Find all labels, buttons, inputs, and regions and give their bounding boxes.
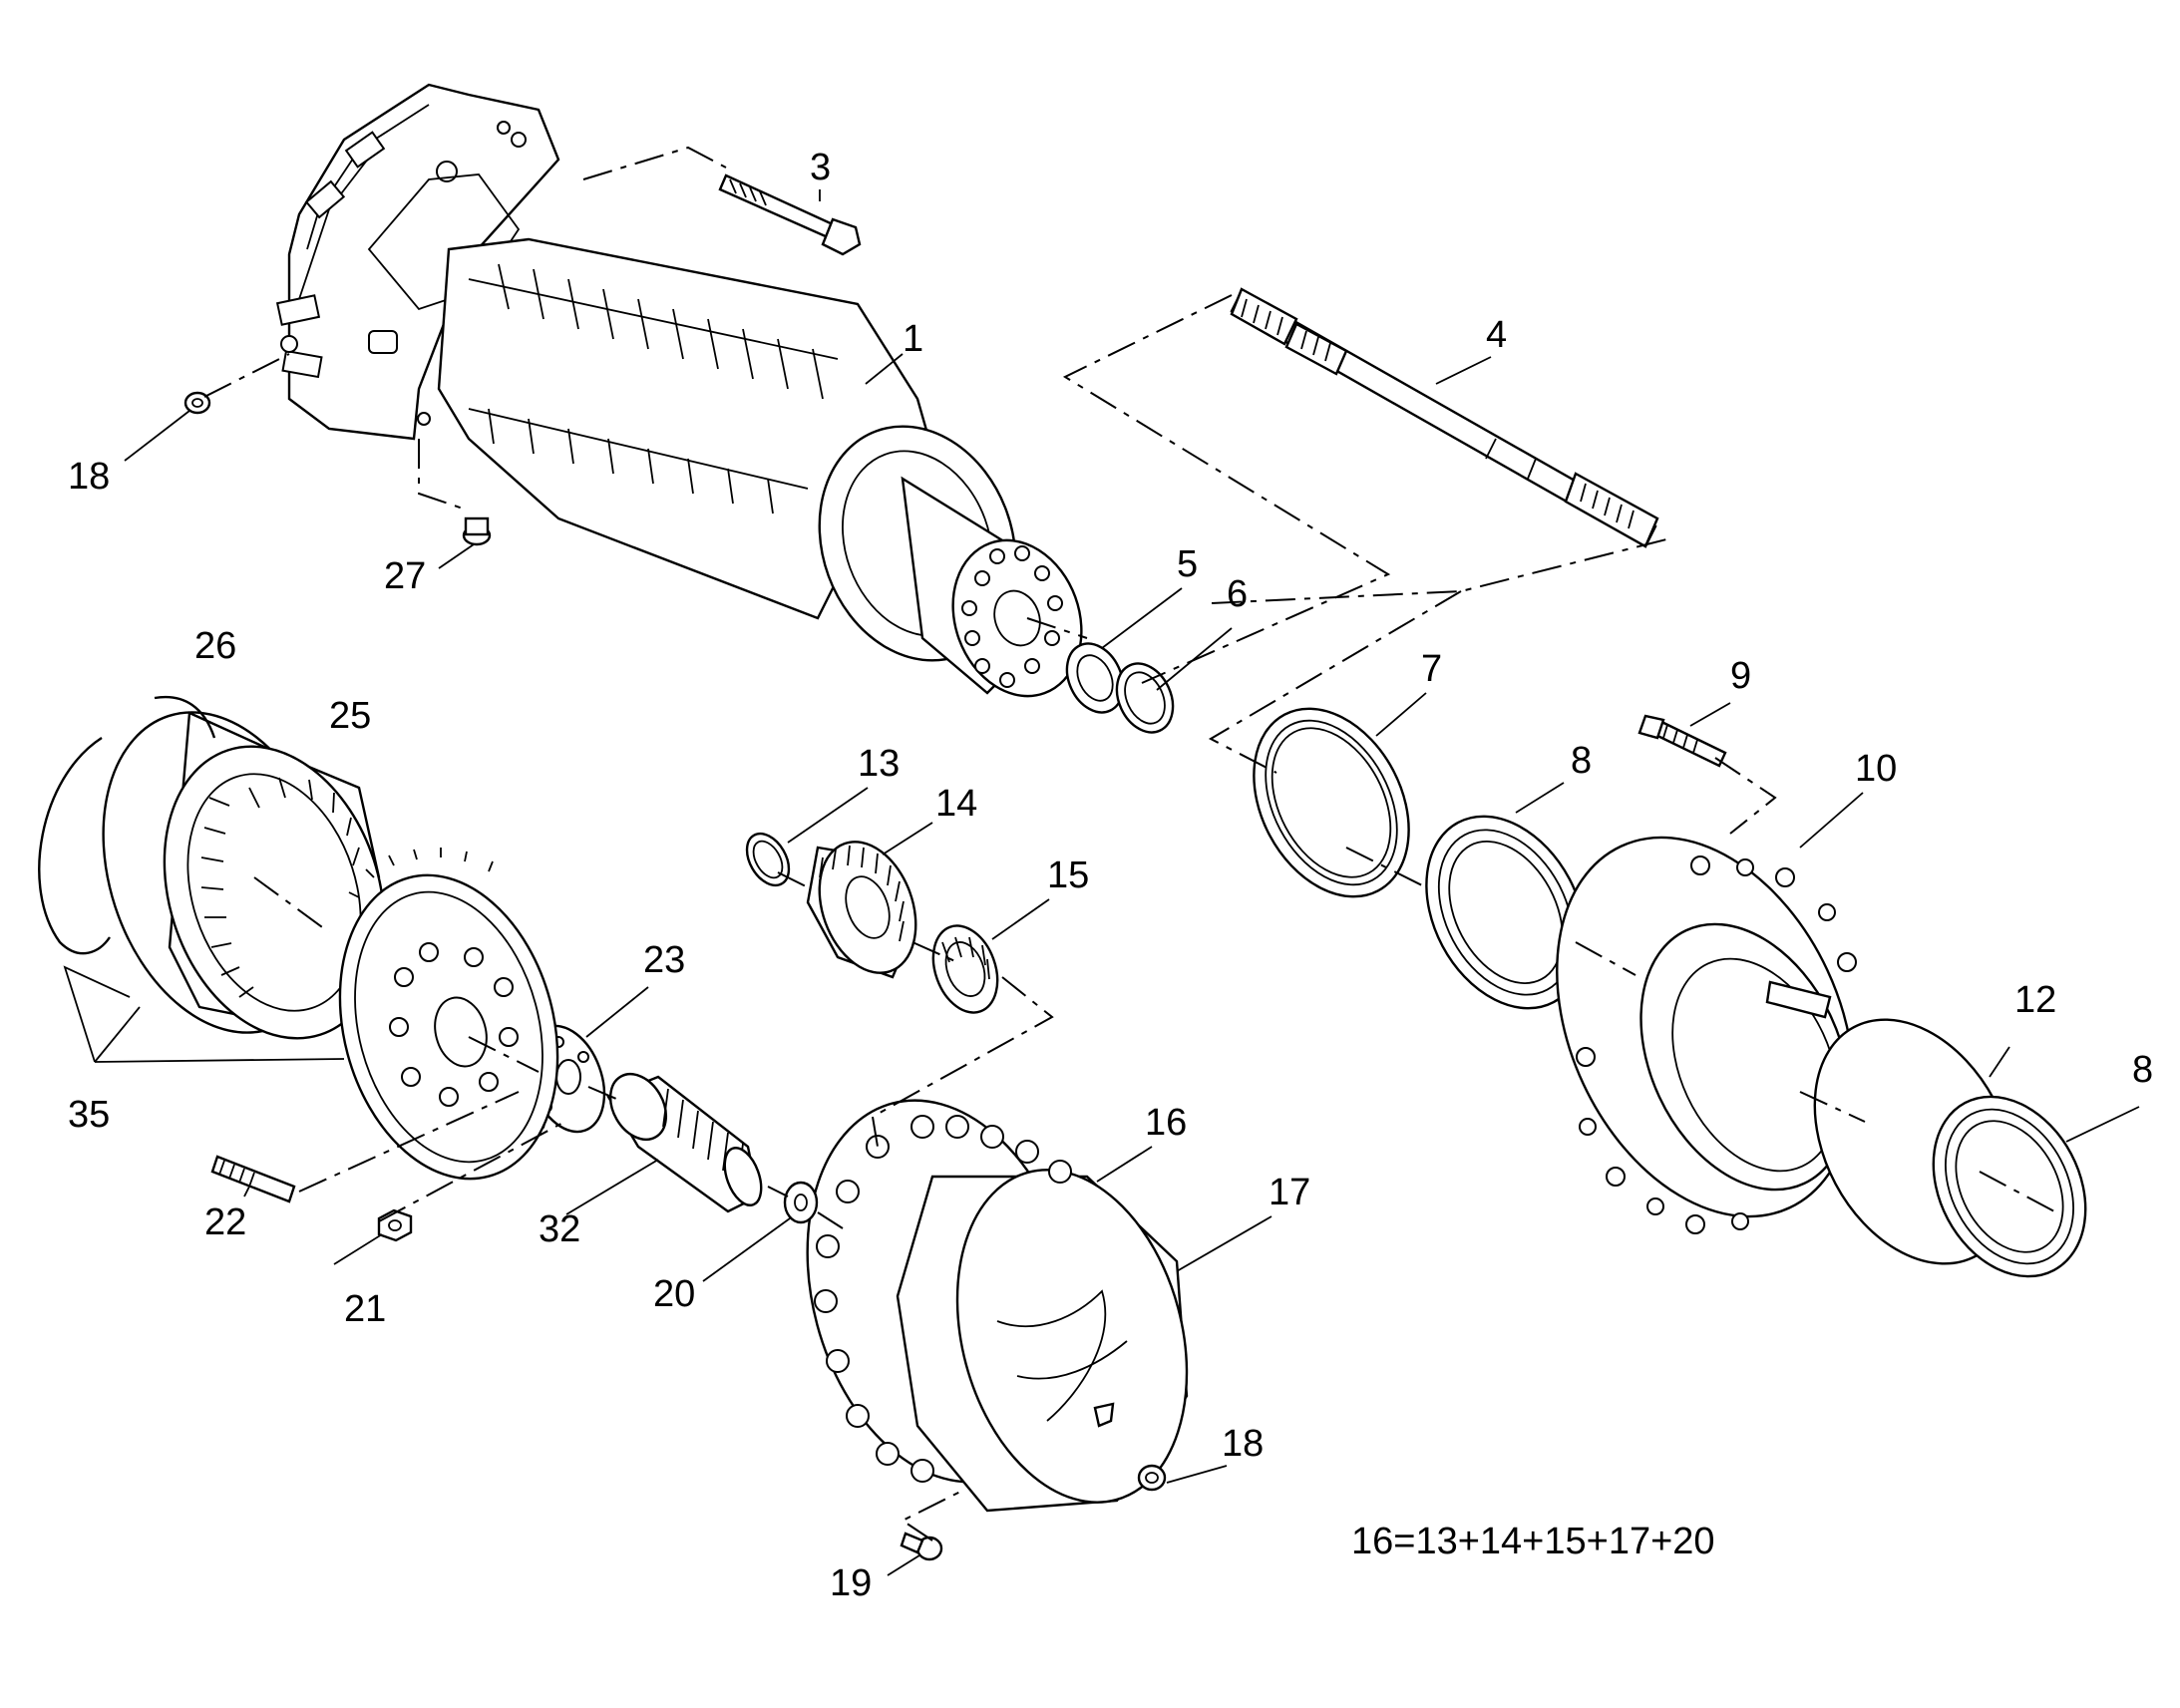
wheel-stud-part-9 [1637, 714, 1727, 768]
callout-5: 5 [1177, 543, 1198, 585]
callout-23: 23 [643, 939, 685, 981]
planet-carrier-part-16 [806, 1099, 1189, 1513]
callout-7: 7 [1421, 648, 1442, 690]
callout-27: 27 [384, 555, 426, 597]
seal-part-7 [1253, 707, 1410, 898]
assembly-note: 16=13+14+15+17+20 [1351, 1521, 1715, 1562]
callout-14: 14 [935, 783, 977, 825]
callout-35: 35 [68, 1094, 110, 1136]
bolt-part-3 [718, 173, 862, 256]
callout-26: 26 [194, 625, 236, 667]
callout-4: 4 [1486, 314, 1507, 356]
snap-ring-part-5 [1065, 642, 1125, 714]
planet-gear-part-14 [806, 841, 917, 979]
callout-9: 9 [1730, 655, 1751, 697]
callout-15: 15 [1047, 854, 1089, 896]
ring-gear-part-25 [102, 711, 386, 1040]
callout-20: 20 [653, 1273, 695, 1315]
callout-8-lower: 8 [2132, 1049, 2153, 1091]
planet-carrier-gear [338, 848, 559, 1181]
axle-housing [275, 83, 1083, 698]
callout-19: 19 [830, 1562, 872, 1604]
plug-part-18-left [183, 391, 211, 415]
plug-part-18-right [1137, 1464, 1167, 1492]
breather-plug-part-27 [462, 516, 492, 546]
screw-part-19 [900, 1532, 943, 1561]
callout-18-left: 18 [68, 456, 110, 498]
needle-bearing-part-15 [931, 924, 999, 1014]
stud-part-22 [210, 1155, 296, 1203]
callout-16: 16 [1145, 1102, 1187, 1144]
assembly-centerlines [203, 146, 2055, 1541]
bearing-part-8-lower [1932, 1095, 2087, 1278]
callout-13: 13 [858, 743, 900, 785]
leader-lines [63, 189, 2140, 1576]
sun-gear-part-32 [606, 1073, 763, 1213]
callout-25: 25 [329, 695, 371, 737]
callout-8-upper: 8 [1571, 740, 1592, 782]
thrust-washer-part-20 [783, 1181, 819, 1224]
snap-ring-part-6 [1115, 662, 1175, 734]
callout-17: 17 [1269, 1172, 1310, 1213]
callout-labels: 1 3 4 5 6 7 8 8 9 10 12 13 14 15 16 17 1… [68, 147, 2153, 1604]
drive-shaft [1230, 287, 1659, 548]
bearing-part-8-upper [1425, 815, 1587, 1010]
callout-3: 3 [810, 147, 831, 188]
wheel-hub-part-10 [1556, 836, 1857, 1234]
callout-12: 12 [2014, 979, 2056, 1021]
callout-1: 1 [903, 318, 923, 360]
nut-part-21 [377, 1208, 413, 1242]
wire-ring-part-26 [38, 695, 216, 955]
callout-32: 32 [539, 1208, 580, 1250]
callout-6: 6 [1227, 573, 1248, 615]
callout-10: 10 [1855, 748, 1897, 790]
callout-21: 21 [344, 1288, 386, 1330]
retaining-ring-part-13 [745, 832, 791, 887]
callout-18-right: 18 [1222, 1423, 1264, 1465]
callout-22: 22 [204, 1201, 246, 1243]
